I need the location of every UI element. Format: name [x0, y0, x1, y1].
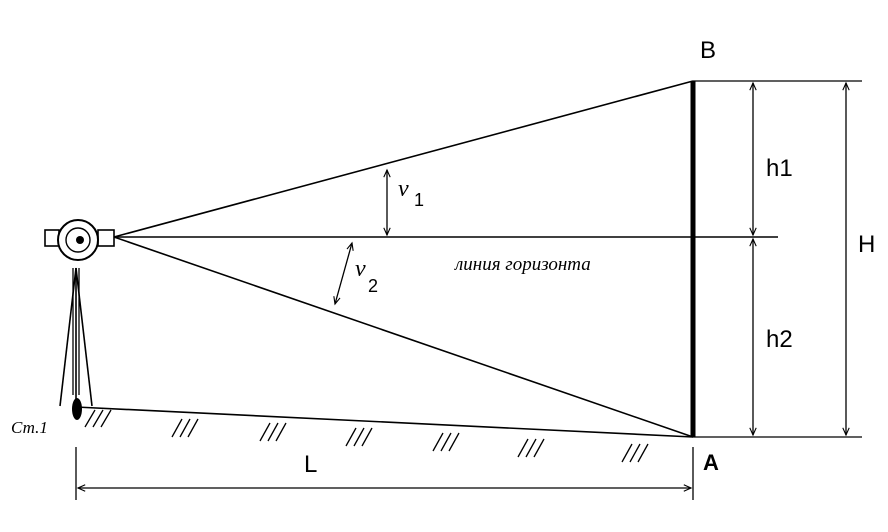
h1-label: h1 — [766, 155, 793, 182]
h2-label: h2 — [766, 326, 793, 353]
H-label: H — [858, 231, 875, 258]
angle-nu2-symbol: ν — [355, 256, 366, 282]
horizon-line-label: линия горизонта — [454, 254, 591, 275]
point-a-label: A — [703, 450, 719, 475]
ground-hatching — [84, 409, 649, 463]
station-label: Ст.1 — [11, 418, 48, 437]
angle-nu1-symbol: ν — [398, 176, 409, 202]
sight-line-to-b — [113, 80, 694, 238]
angle-nu2-subscript: 2 — [368, 276, 378, 296]
point-b-label: B — [700, 37, 716, 64]
sight-line-to-a — [113, 236, 694, 438]
L-label: L — [304, 451, 317, 478]
angle-nu1-subscript: 1 — [414, 190, 424, 210]
angle-nu2-arrow — [333, 241, 354, 306]
theodolite-icon — [44, 219, 115, 420]
ground-line — [75, 406, 694, 438]
